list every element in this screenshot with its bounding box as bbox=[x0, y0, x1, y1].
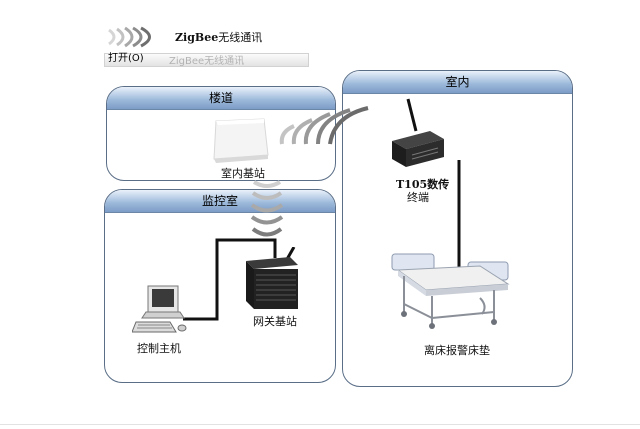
page-title-cn: 无线通讯 bbox=[218, 31, 263, 44]
toolbar-ghost-text: ZigBee无线通讯 bbox=[169, 56, 245, 67]
page-title-latin: ZigBee bbox=[175, 31, 219, 44]
corridor-wireless-waves-icon bbox=[279, 106, 369, 145]
header-wireless-waves-icon bbox=[108, 26, 151, 48]
terminal-label-line1: T105数传 bbox=[396, 178, 450, 191]
indoor-panel-title: 室内 bbox=[343, 71, 572, 94]
desktop-computer-icon bbox=[132, 285, 187, 333]
corridor-panel-title: 楼道 bbox=[107, 87, 335, 110]
hospital-bed-icon bbox=[391, 253, 510, 329]
gateway-base-station-label: 网关基站 bbox=[253, 315, 297, 328]
white-box-icon bbox=[213, 118, 269, 163]
control-host-label: 控制主机 bbox=[137, 342, 181, 355]
radio-terminal-icon bbox=[392, 98, 444, 167]
page-bottom-divider bbox=[0, 424, 640, 425]
page-title: ZigBee无线通讯 bbox=[175, 29, 262, 45]
vertical-wireless-waves-icon bbox=[250, 180, 284, 237]
gateway-router-icon bbox=[246, 247, 298, 309]
monitor-panel: 监控室 bbox=[104, 189, 336, 383]
open-button[interactable]: 打开(O) bbox=[108, 53, 144, 64]
bed-pad-label: 离床报警床垫 bbox=[424, 344, 490, 357]
toolbar: 打开(O) ZigBee无线通讯 bbox=[104, 53, 309, 67]
terminal-label-line2: 终端 bbox=[407, 191, 429, 204]
indoor-base-station-label: 室内基站 bbox=[221, 167, 265, 180]
